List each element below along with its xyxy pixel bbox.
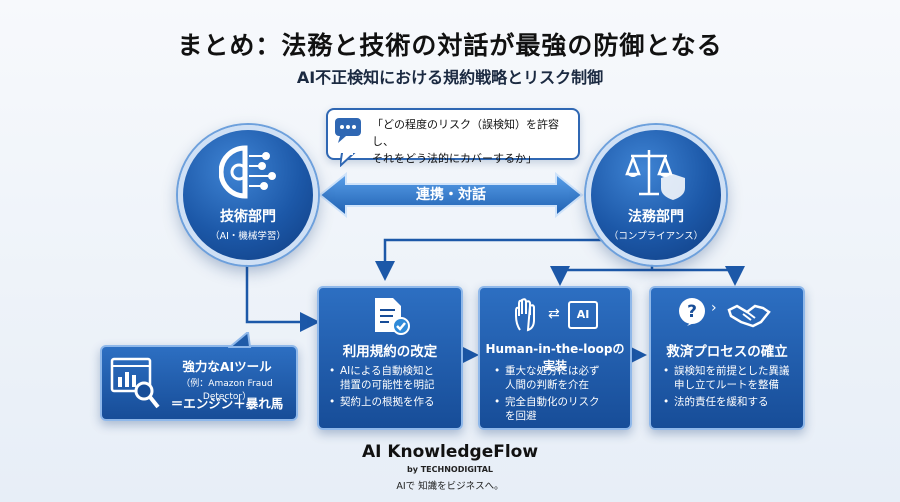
footer-by: by TECHNODIGITAL [407, 465, 493, 474]
bubble-tail [340, 153, 356, 167]
hand-icon [515, 298, 535, 332]
ai-tool-line-1: 強力なAIツール [182, 359, 272, 374]
document-check-icon [375, 298, 410, 335]
tech-department-node: 技術部門 （AI・機械学習） [178, 125, 318, 265]
box-title: 利用規約の改定 [342, 344, 438, 360]
scales-shield-icon [625, 150, 685, 200]
question-bubble: 「どの程度のリスク（誤検知）を許容し、 それをどう法的にカバーするか」 [326, 108, 580, 165]
footer-tagline: AIで 知識をビジネスへ。 [396, 481, 504, 492]
swap-arrows-icon: ⇄ [548, 306, 560, 322]
remedy-process-box: ? › 救済プロセスの確立 誤検知を前提とした異議 申し立てルートを整備 法的責… [649, 286, 805, 430]
ai-tool-line-2: （例：Amazon Fraud Detector） [181, 379, 273, 402]
legal-title: 法務部門 [628, 209, 684, 225]
double-arrow [318, 172, 584, 218]
arrow-label: 連携・対話 [416, 187, 486, 203]
human-in-the-loop-box: ⇄ AI Human-in-the-loopの実装 重大な処分には必ず 人間の判… [478, 286, 632, 430]
handshake-icon [727, 304, 771, 328]
terms-revision-box: 利用規約の改定 AIによる自動検知と 措置の可能性を明記 契約上の根拠を作る [317, 286, 463, 430]
dashboard-magnifier-icon [110, 357, 160, 409]
box-bullet: 誤検知を前提とした異議 申し立てルートを整備 [663, 364, 801, 392]
box-bullet: 重大な処分には必ず 人間の判断を介在 [494, 364, 624, 392]
box-title: 救済プロセスの確立 [666, 344, 788, 360]
question-icon: ? [679, 298, 705, 326]
legal-subtitle: （コンプライアンス） [608, 231, 704, 242]
page-title: まとめ：法務と技術の対話が最強の防御となる [177, 31, 723, 60]
tech-subtitle: （AI・機械学習） [210, 231, 286, 242]
chevron-right-icon: › [711, 300, 717, 316]
page-subtitle: AI不正検知における規約戦略とリスク制御 [296, 68, 604, 87]
bubble-line-1: 「どの程度のリスク（誤検知）を許容し、 [372, 118, 559, 148]
bubble-line-2: それをどう法的にカバーするか」 [372, 152, 537, 165]
ai-tool-line-3: ＝エンジン＋暴れ馬 [170, 396, 284, 411]
ai-tool-tail [228, 332, 252, 348]
box-bullet: 完全自動化のリスク を回避 [494, 395, 624, 423]
svg-text:?: ? [687, 302, 697, 322]
chat-icon [335, 118, 361, 143]
gear-brain-icon [219, 145, 276, 199]
ai-chip-icon: AI [568, 301, 598, 329]
ai-tool-box: 強力なAIツール （例：Amazon Fraud Detector） ＝エンジン… [100, 345, 298, 421]
box-bullet: 契約上の根拠を作る [329, 395, 457, 409]
legal-department-node: 法務部門 （コンプライアンス） [586, 125, 726, 265]
footer-brand: AI KnowledgeFlow [361, 442, 539, 462]
tech-title: 技術部門 [220, 209, 276, 225]
box-bullet: 法的責任を緩和する [663, 395, 801, 409]
box-bullet: AIによる自動検知と 措置の可能性を明記 [329, 364, 457, 392]
